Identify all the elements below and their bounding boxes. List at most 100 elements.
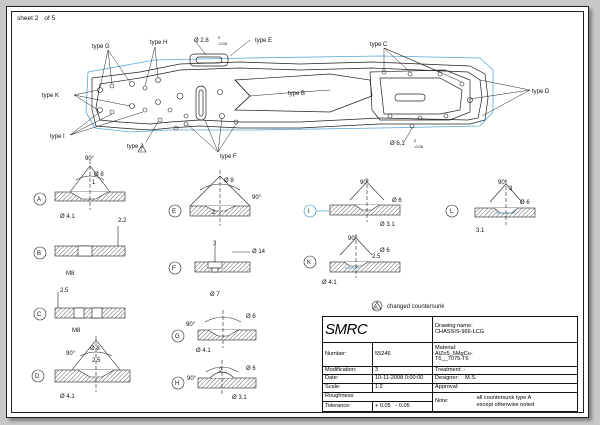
detail-l-dim1: 3: [509, 186, 513, 192]
detail-h-dim2: Ø 6: [246, 366, 256, 372]
detail-k-tag: K: [307, 260, 311, 266]
j-marker: J: [137, 144, 147, 153]
blue-outline: [85, 55, 494, 133]
detail-a-angle: 90°: [85, 156, 95, 162]
detail-a-tag: A: [37, 197, 41, 203]
callout-type-b: type B: [288, 91, 305, 97]
detail-a-dim3: 1: [92, 180, 96, 186]
material-cell: Material: AlZn5_5MgCu-T6__7075-T6: [431, 342, 475, 367]
date-label: Date:: [322, 374, 373, 385]
detail-c-dim2: M8: [72, 328, 81, 334]
date-value: 10-11-2008 0:00:00: [372, 374, 433, 385]
detail-d: D 90° Ø 8 2.5 Ø 4.1: [31, 336, 131, 400]
legend-changed-countersunk: A changed countersunk: [371, 300, 445, 312]
detail-b-tag: B: [37, 251, 41, 257]
detail-f-tag: F: [172, 266, 176, 272]
detail-e-angle: 90°: [252, 195, 262, 201]
title-block: SMRC Drawing name: CHASSIS-966-LCG Numbe…: [322, 316, 578, 413]
callout-dia-top: Ø 2.8: [194, 38, 209, 44]
callout-type-i: type I: [50, 134, 65, 140]
detail-l-angle: 90°: [498, 180, 508, 186]
detail-f-dim1: 3: [213, 241, 217, 247]
designer-cell: Designer: M.S.: [432, 374, 578, 385]
approval-label: Approval:: [432, 383, 578, 393]
drawing-name-cell: Drawing name: CHASSIS-966-LCG: [432, 316, 578, 343]
detail-i-tag: I: [308, 209, 310, 215]
legend-mark: A: [375, 305, 378, 309]
detail-g-angle: 90°: [186, 322, 196, 328]
title-logo-cell: SMRC: [322, 316, 433, 343]
detail-g-dim1: Ø 6: [246, 314, 256, 320]
callout-type-j: type J: [127, 144, 143, 150]
sheet-total: of 5: [44, 15, 56, 22]
detail-h-tag: H: [175, 381, 179, 387]
j-marker-label: J: [140, 148, 142, 152]
callout-type-f: type F: [220, 154, 237, 160]
drawing-frame: [11, 11, 584, 413]
tolerance-plus: + 0.05: [375, 402, 391, 409]
material-value: AlZn5_5MgCu-T6__7075-T6: [435, 350, 473, 363]
callout-dia-right: Ø 6.1: [390, 141, 405, 147]
legend-text: changed countersunk: [387, 304, 445, 310]
detail-d-dim1: Ø 8: [90, 346, 100, 352]
detail-c-dim1: 2.5: [60, 288, 69, 294]
callout-tol-right2: -0.05: [414, 144, 424, 149]
detail-b-dim1: 2.2: [118, 218, 127, 224]
detail-f: F 3 Ø 14 Ø 7: [168, 241, 266, 298]
detail-d-angle: 90°: [66, 351, 76, 357]
drawing-name-label: Drawing name:: [435, 322, 473, 329]
callout-type-d: type D: [532, 89, 550, 95]
note-label: Note:: [431, 391, 475, 413]
detail-a: A 90° Ø 8 1 Ø 4.1: [33, 156, 126, 220]
designer-value: M.S.: [465, 375, 477, 382]
sheet-label: sheet 2 of 5: [17, 15, 61, 22]
callout-tol-top: 0: [218, 35, 221, 40]
detail-b: B 2.2 M8: [33, 218, 127, 277]
sheet-number: sheet 2: [17, 15, 39, 22]
callout-tol-top2: -0.05: [218, 41, 228, 46]
detail-k-angle: 90°: [348, 236, 358, 242]
detail-h-angle: 90°: [187, 376, 197, 382]
callout-type-c: type C: [370, 42, 388, 48]
detail-d-tag: D: [35, 374, 40, 380]
detail-g-tag: G: [175, 334, 180, 340]
detail-h: H 90° 2 Ø 6 Ø 3.1: [171, 360, 256, 401]
detail-l-tag: L: [450, 209, 454, 215]
roughness-label: Roughness:: [322, 391, 433, 403]
note-cell: all countersunk type A except otherwise …: [474, 391, 578, 413]
material-label: Material:: [435, 344, 457, 351]
chassis-outline: [91, 61, 489, 131]
detail-i-dim1: Ø 6: [392, 198, 402, 204]
note-line1: all countersunk type A: [476, 395, 532, 402]
treatment-value: -: [463, 366, 466, 373]
detail-a-dim1: Ø 8: [94, 172, 104, 178]
scale-value: 1:2: [372, 383, 433, 393]
detail-k: K 90° 2.5 Ø 6 Ø 4.1: [303, 234, 401, 286]
detail-g-dim2: Ø 4.1: [196, 348, 211, 354]
detail-d-dim2: 2.5: [92, 358, 101, 364]
detail-c-tag: C: [37, 312, 42, 318]
callout-tol-right: 0: [414, 138, 417, 143]
material-spacer: [474, 342, 578, 367]
detail-c: C 2.5 M8: [33, 288, 126, 334]
modification-label: Modification:: [322, 365, 373, 376]
detail-d-dim3: Ø 4.1: [60, 394, 75, 400]
detail-e-dim1: Ø 8: [224, 178, 234, 184]
detail-i-angle: 90°: [360, 180, 370, 186]
number-label: Number:: [322, 342, 373, 367]
treatment-cell: Treatment: -: [432, 365, 578, 376]
detail-h-dim3: Ø 3.1: [232, 395, 247, 401]
detail-l: L 90° 3 Ø 6 3.1: [445, 180, 536, 234]
chassis-plan-view: [85, 53, 494, 133]
company-logo: SMRC: [325, 321, 368, 338]
designer-label: Designer:: [435, 375, 459, 382]
leader-lines: [69, 39, 531, 153]
callout-type-k: type K: [42, 93, 59, 99]
detail-k-dim1: 2.5: [372, 254, 381, 260]
tolerance-cell: + 0.05 - 0.05: [372, 401, 433, 412]
detail-f-dim2: Ø 14: [252, 249, 266, 255]
type-callouts: type G type H type E type C type K type …: [42, 35, 550, 160]
detail-i-dim2: Ø 3.1: [380, 222, 395, 228]
tolerance-minus: - 0.05: [395, 402, 410, 409]
